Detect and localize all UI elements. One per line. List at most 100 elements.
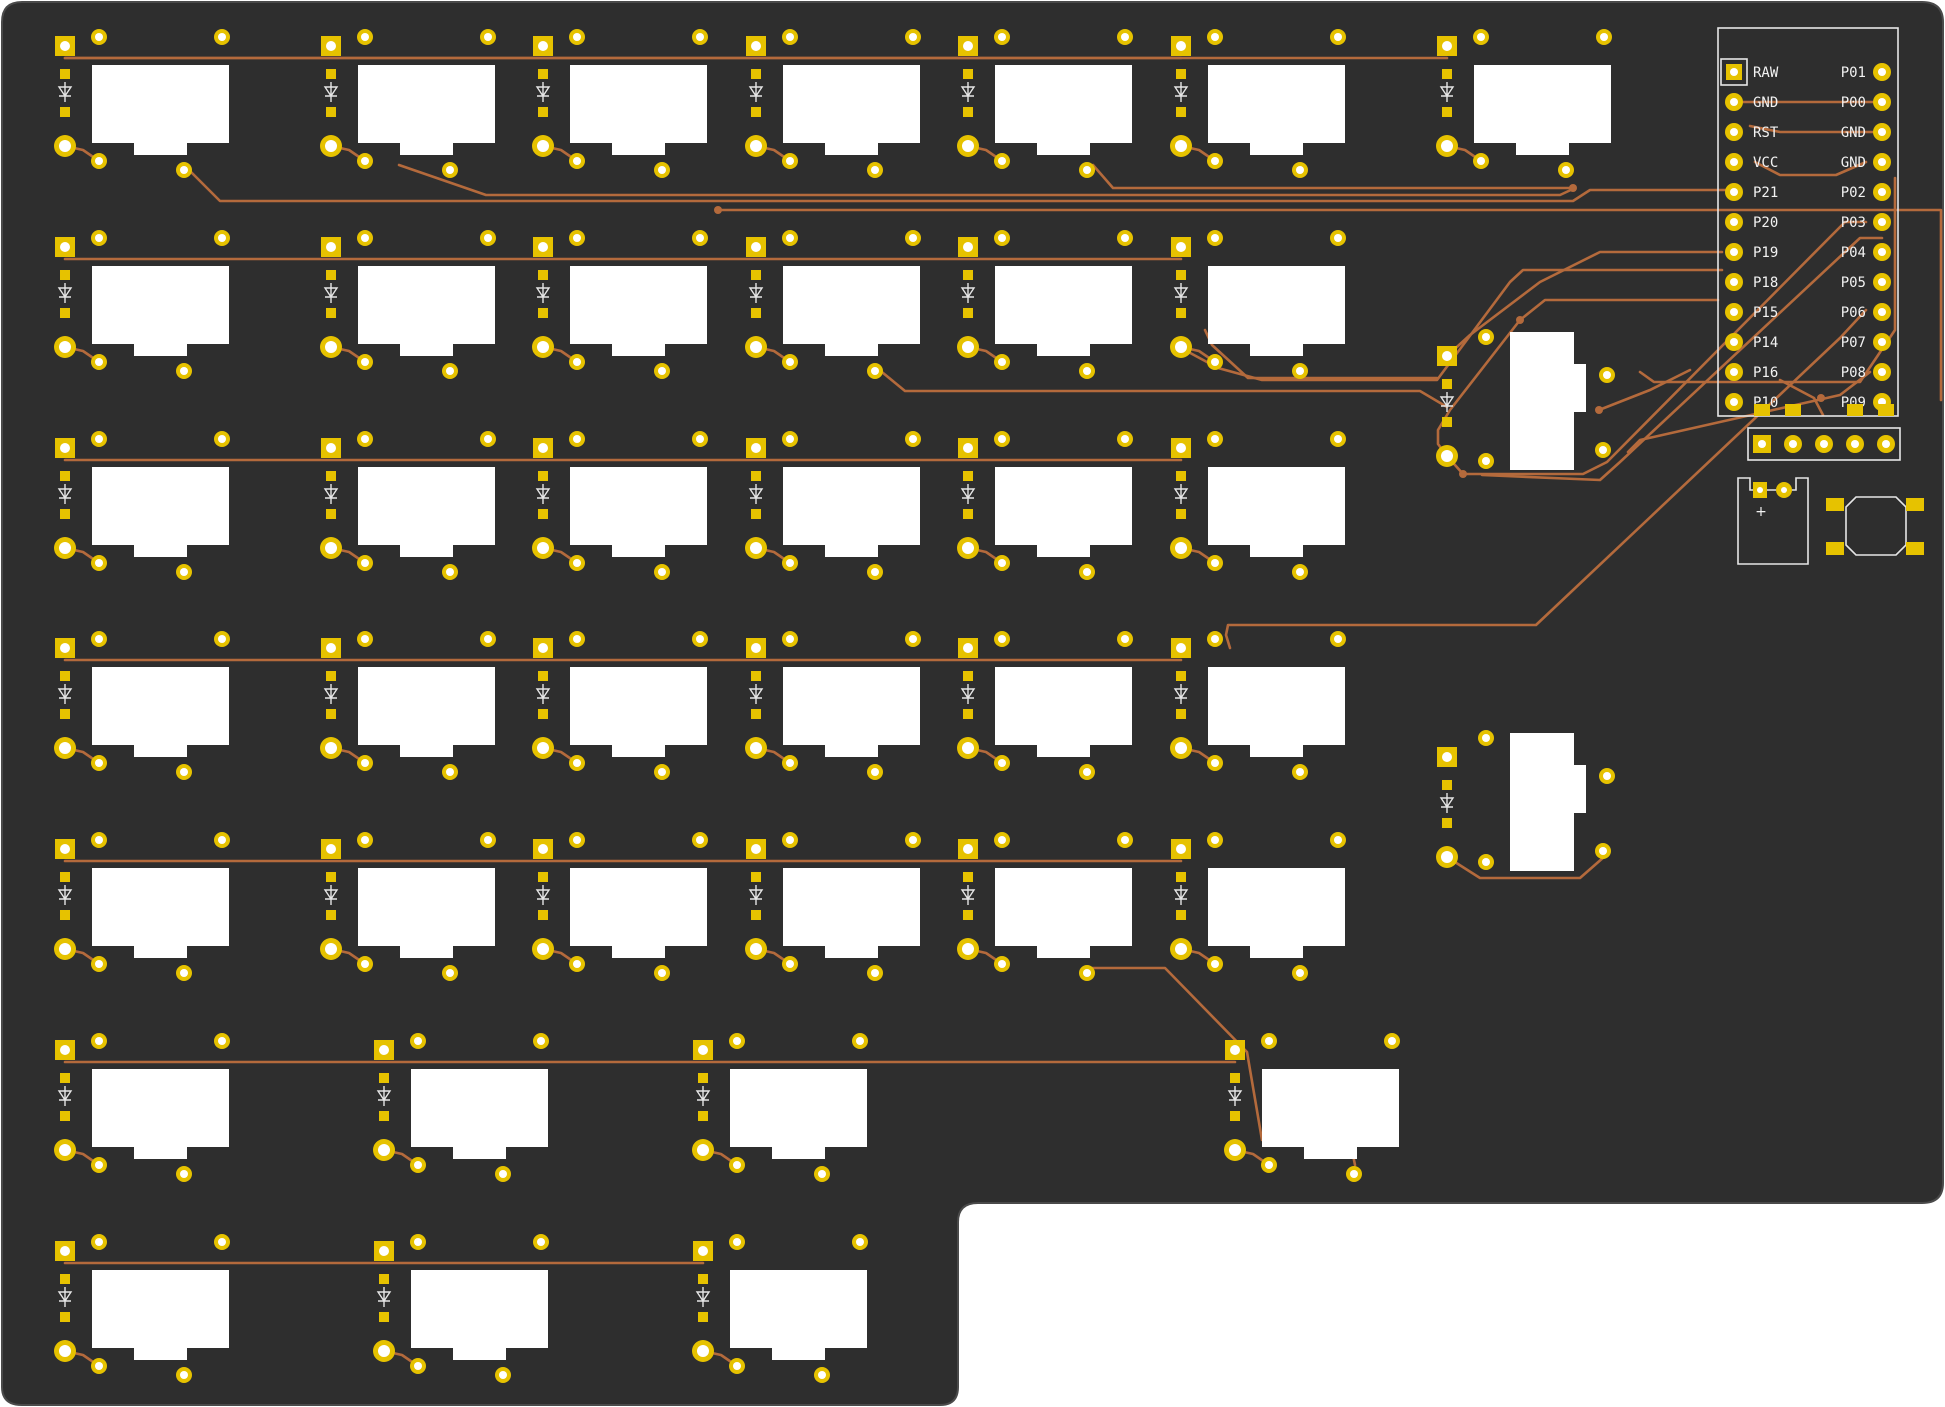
reset-button-footprint bbox=[1826, 496, 1924, 556]
diode-pad-top bbox=[751, 872, 761, 882]
switch-square-pad-hole bbox=[326, 242, 336, 252]
switch-r2-c5 bbox=[957, 230, 1133, 379]
switch-square-pad-hole bbox=[963, 41, 973, 51]
controller-pad-hole bbox=[1730, 98, 1738, 106]
controller-pin-label-right-8: P05 bbox=[1841, 275, 1866, 291]
switch-r2-c6 bbox=[1170, 230, 1346, 379]
switch-round-pad-hole bbox=[998, 960, 1006, 968]
header-smd-pad bbox=[1847, 404, 1863, 416]
switch-round-pad-large-hole bbox=[537, 542, 549, 554]
diode-symbol bbox=[323, 885, 339, 905]
switch-cutout bbox=[358, 667, 495, 757]
controller-pin-label-right-6: P03 bbox=[1841, 215, 1866, 231]
controller-pin-label-right-11: P08 bbox=[1841, 365, 1866, 381]
controller-pin-label-right-1: P01 bbox=[1841, 65, 1866, 81]
switch-round-pad-hole bbox=[180, 367, 188, 375]
pin-header-row bbox=[1747, 404, 1901, 461]
switch-square-pad-hole bbox=[538, 41, 548, 51]
switch-square-pad-hole bbox=[538, 242, 548, 252]
switch-round-pad-hole bbox=[786, 960, 794, 968]
diode-pad-top bbox=[326, 270, 336, 280]
switch-r6-c1 bbox=[54, 1033, 230, 1182]
switch-round-pad-hole bbox=[484, 234, 492, 242]
diode-pad-bottom bbox=[60, 509, 70, 519]
diode-pad-bottom bbox=[963, 107, 973, 117]
diode-symbol bbox=[1173, 82, 1189, 102]
diode-symbol bbox=[1173, 283, 1189, 303]
copper-trace-58 bbox=[1224, 308, 1868, 650]
switch-round-pad-hole bbox=[733, 1161, 741, 1169]
switch-cutout bbox=[1262, 1069, 1399, 1159]
diode-pad-bottom bbox=[60, 308, 70, 318]
switch-round-pad-hole bbox=[871, 568, 879, 576]
switch-round-pad-hole bbox=[1211, 358, 1219, 366]
switch-round-pad-large-hole bbox=[59, 943, 71, 955]
copper-trace-55 bbox=[1445, 220, 1868, 476]
switch-round-pad-hole bbox=[1334, 836, 1342, 844]
switch-round-pad-hole bbox=[856, 1037, 864, 1045]
diode-pad-top bbox=[60, 671, 70, 681]
switch-round-pad-large-hole bbox=[537, 140, 549, 152]
switch-round-pad-hole bbox=[818, 1170, 826, 1178]
diode-symbol bbox=[57, 1287, 73, 1307]
switch-cutout bbox=[358, 467, 495, 557]
switch-round-pad-hole bbox=[95, 1161, 103, 1169]
diode-pad-top bbox=[1176, 872, 1186, 882]
switch-square-pad-hole bbox=[538, 443, 548, 453]
switch-round-pad-hole bbox=[573, 559, 581, 567]
diode-symbol bbox=[748, 82, 764, 102]
diode-pad-top bbox=[1176, 671, 1186, 681]
switch-round-pad-hole bbox=[361, 157, 369, 165]
controller-pin-label-left-11: P16 bbox=[1753, 365, 1778, 381]
switch-round-pad-hole bbox=[696, 234, 704, 242]
diode-pad-bottom bbox=[751, 308, 761, 318]
switch-round-pad-hole bbox=[1296, 367, 1304, 375]
diode-pad-top bbox=[963, 69, 973, 79]
switch-square-pad-hole bbox=[60, 1246, 70, 1256]
switch-round-pad-large-hole bbox=[59, 140, 71, 152]
switch-round-pad-hole bbox=[998, 559, 1006, 567]
switch-square-pad-hole bbox=[1442, 752, 1452, 762]
controller-pad-hole bbox=[1730, 128, 1738, 136]
switch-round-pad-hole bbox=[818, 1371, 826, 1379]
switch-round-pad-hole bbox=[909, 836, 917, 844]
diode-symbol bbox=[748, 484, 764, 504]
switch-round-pad-large-hole bbox=[378, 1144, 390, 1156]
switch-square-pad-hole bbox=[963, 844, 973, 854]
switch-r1-c3 bbox=[532, 29, 708, 178]
controller-pin-label-right-4: GND bbox=[1841, 155, 1866, 171]
switch-r3-c5 bbox=[957, 431, 1133, 580]
switch-round-pad-hole bbox=[414, 1238, 422, 1246]
diode-symbol bbox=[960, 684, 976, 704]
switch-round-pad-hole bbox=[573, 435, 581, 443]
reset-button-pad-top-left bbox=[1826, 498, 1844, 511]
controller-pad-hole bbox=[1878, 128, 1886, 136]
copper-trace-49 bbox=[716, 208, 1943, 402]
switch-round-pad-hole bbox=[1296, 568, 1304, 576]
copper-trace-62 bbox=[1753, 160, 1868, 177]
switch-round-pad-hole bbox=[414, 1362, 422, 1370]
controller-pad-hole bbox=[1878, 368, 1886, 376]
switch-round-pad-hole bbox=[218, 1037, 226, 1045]
switch-round-pad-hole bbox=[95, 960, 103, 968]
switch-round-pad-large-hole bbox=[1441, 851, 1453, 863]
diode-symbol bbox=[323, 684, 339, 704]
switch-round-pad-hole bbox=[871, 768, 879, 776]
switch-round-pad-hole bbox=[180, 768, 188, 776]
switch-r1-c1 bbox=[54, 29, 230, 178]
diode-symbol bbox=[1173, 484, 1189, 504]
switch-round-pad-hole bbox=[218, 836, 226, 844]
switch-round-pad-hole bbox=[658, 166, 666, 174]
diode-symbol bbox=[695, 1287, 711, 1307]
switch-round-pad-hole bbox=[998, 635, 1006, 643]
switch-r6-c3 bbox=[692, 1033, 868, 1182]
switch-r5-c4 bbox=[745, 832, 921, 981]
diode-pad-top bbox=[963, 872, 973, 882]
controller-pad-hole bbox=[1878, 98, 1886, 106]
controller-pad-hole bbox=[1878, 218, 1886, 226]
switch-square-pad-hole bbox=[60, 242, 70, 252]
diode-pad-top bbox=[60, 872, 70, 882]
switch-round-pad-hole bbox=[1603, 772, 1611, 780]
